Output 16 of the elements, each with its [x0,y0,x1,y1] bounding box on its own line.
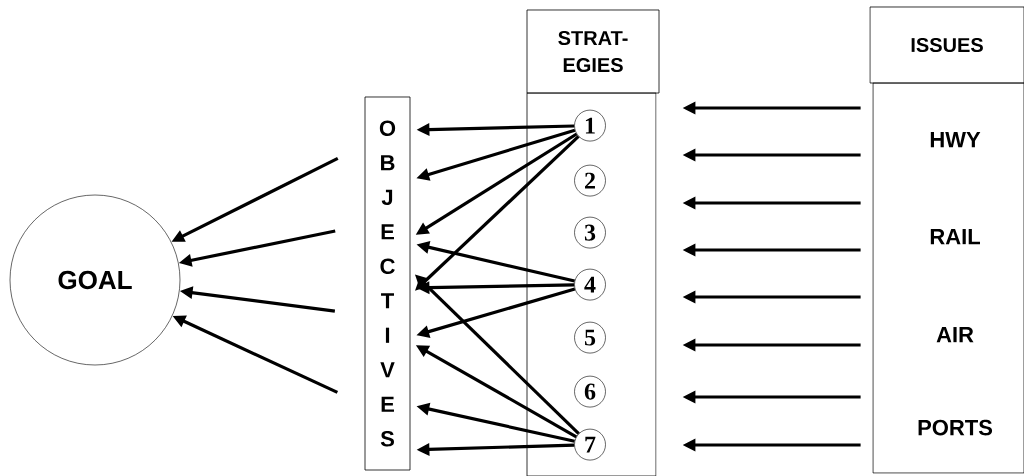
column-box [526,92,657,476]
header-box: STRAT- EGIES [526,9,660,94]
circled-number: 5 [574,321,606,354]
circled-number: 4 [574,268,606,301]
objectives-box: OBJECTIVES [364,96,411,471]
column-box [872,82,1024,474]
circled-number: 7 [574,428,606,461]
issue-label: RAIL [930,229,980,245]
circled-number: 2 [574,164,606,197]
issue-label: AIR [936,327,974,343]
circled-number: 1 [574,109,606,142]
circled-number: 3 [574,216,606,249]
circled-number: 6 [574,375,606,408]
issue-label: HWY [930,132,981,148]
issue-label: PORTS [918,419,993,436]
header-box: ISSUES [869,6,1024,84]
